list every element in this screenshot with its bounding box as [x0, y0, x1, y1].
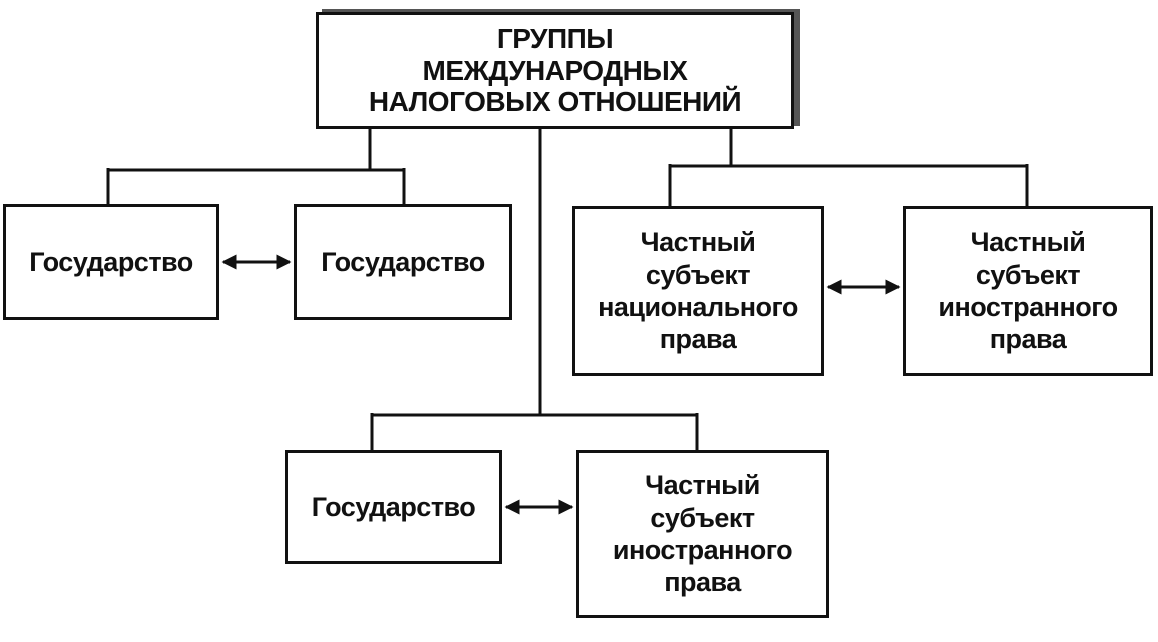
private-foreign-box-bottom: Частный субъект иностранного права — [576, 450, 829, 618]
branch-private-private — [668, 129, 1029, 206]
private-national-box: Частный субъект национального права — [572, 206, 824, 376]
state-box-left: Государство — [3, 204, 219, 320]
root-title: ГРУППЫ МЕЖДУНАРОДНЫХ НАЛОГОВЫХ ОТНОШЕНИЙ — [368, 23, 742, 118]
private-foreign-label: Частный субъект иностранного права — [938, 227, 1118, 355]
branch-state-state — [106, 129, 406, 204]
branch-state-private — [370, 129, 699, 450]
state-box-right: Государство — [294, 204, 512, 320]
private-foreign-label: Частный субъект иностранного права — [612, 470, 793, 598]
state-box-bottom: Государство — [285, 450, 502, 564]
root-box: ГРУППЫ МЕЖДУНАРОДНЫХ НАЛОГОВЫХ ОТНОШЕНИЙ — [316, 12, 794, 129]
state-label: Государство — [29, 246, 193, 277]
state-label: Государство — [311, 491, 476, 522]
private-national-label: Частный субъект национального права — [598, 227, 798, 355]
state-label: Государство — [321, 246, 485, 277]
private-foreign-box-top: Частный субъект иностранного права — [903, 206, 1153, 376]
